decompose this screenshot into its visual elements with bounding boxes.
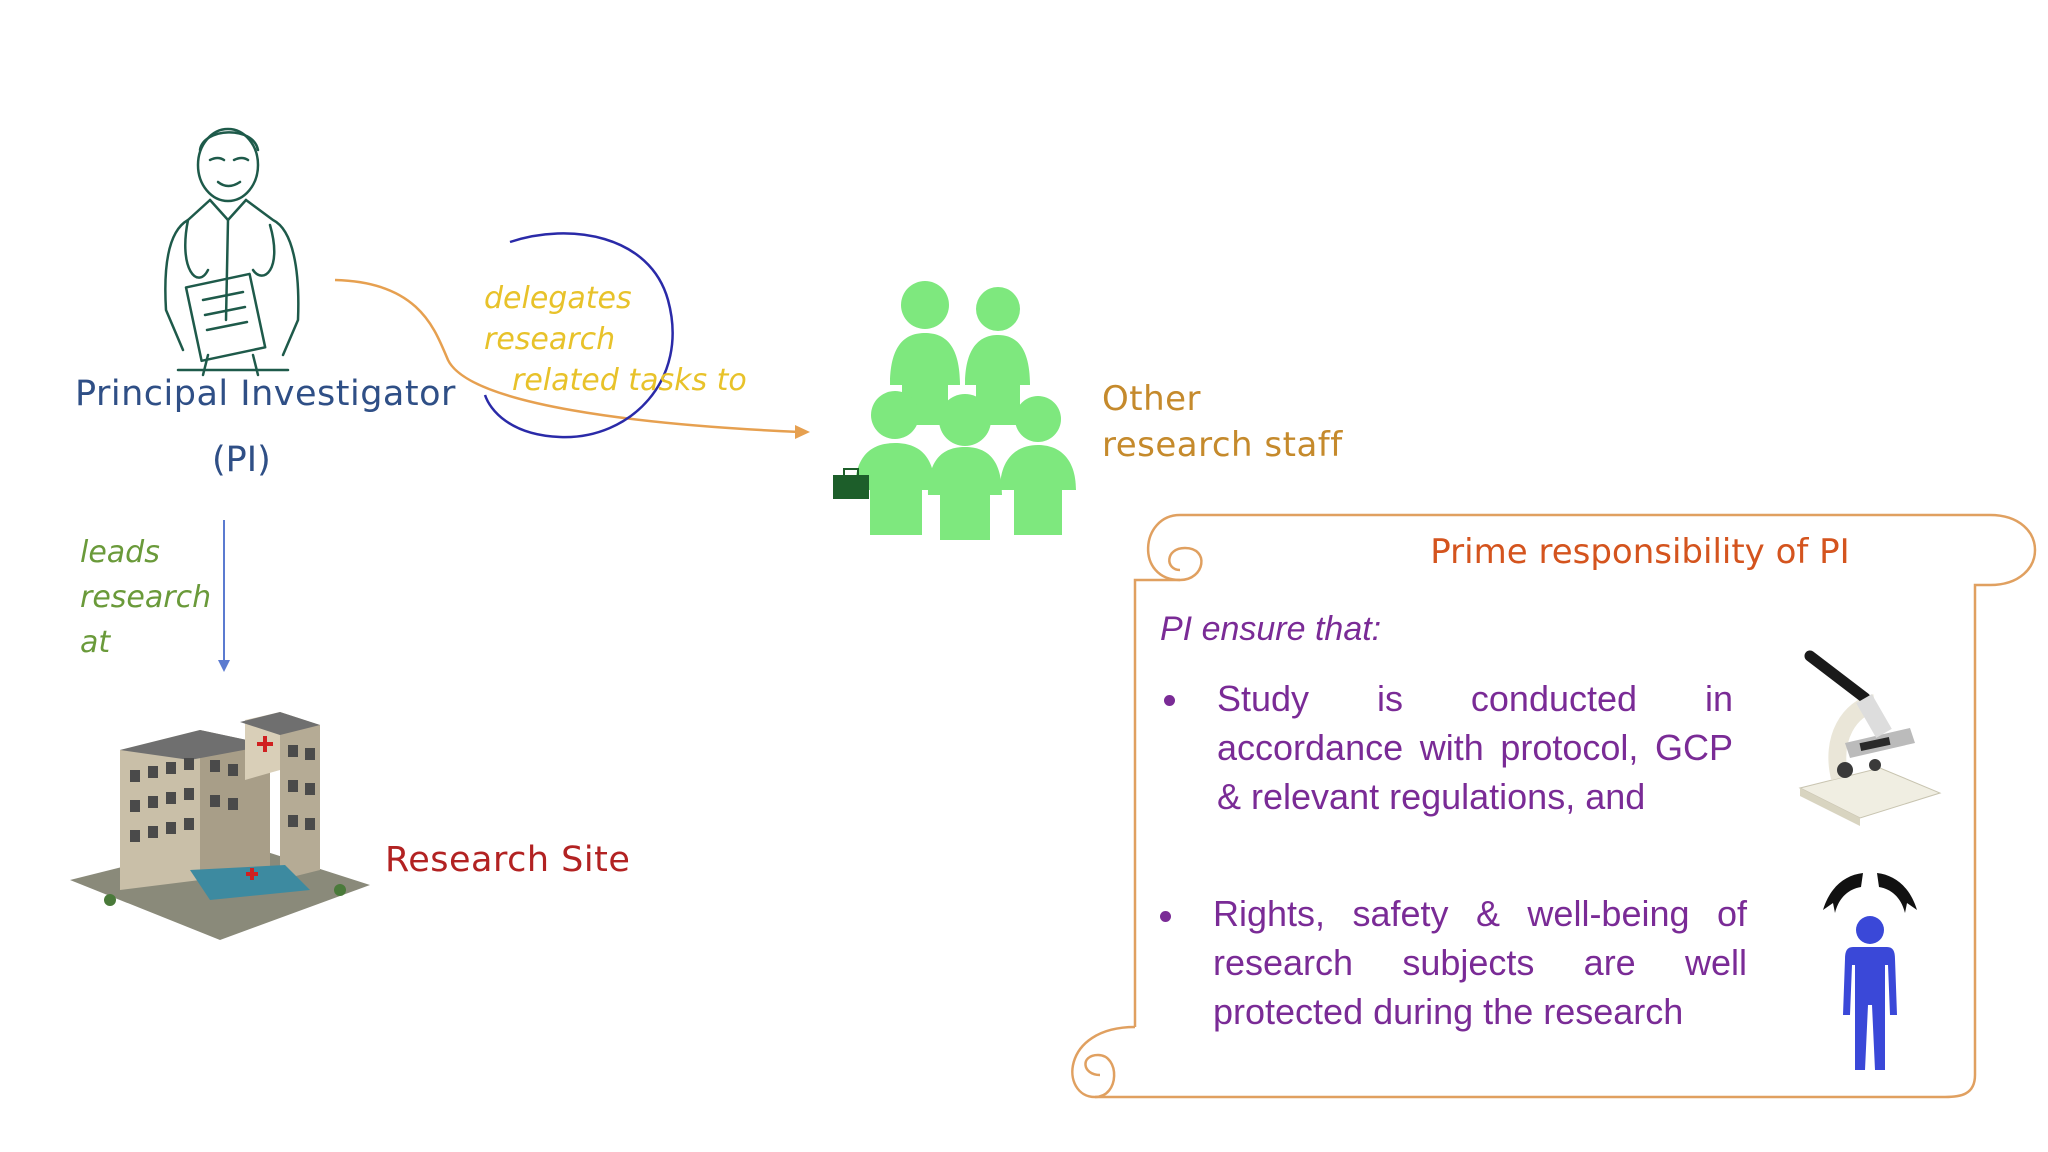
team-icon	[833, 281, 1076, 540]
responsibility-bullet-1: Study is conducted in accordance with pr…	[1217, 678, 1733, 817]
research-site-label: Research Site	[385, 840, 631, 880]
responsibility-bullet-2: Rights, safety & well-being of research …	[1213, 893, 1747, 1032]
bullet-dot-2	[1160, 911, 1171, 922]
doctor-icon	[164, 127, 300, 377]
delegation-arrow	[334, 278, 801, 434]
bullet-dot-1	[1164, 695, 1175, 706]
delegates-label: delegates research related tasks to	[484, 278, 747, 401]
protected-person-icon	[1823, 873, 1917, 1070]
responsibility-intro: PI ensure that:	[1160, 610, 1382, 648]
delegates-line-1: delegates	[484, 281, 632, 316]
staff-line-1: Other	[1102, 379, 1202, 419]
scroll-frame	[1071, 513, 2037, 1099]
pi-abbreviation: (PI)	[212, 440, 271, 480]
responsibility-title: Prime responsibility of PI	[1430, 532, 1850, 572]
delegates-line-3: related tasks to	[512, 363, 747, 398]
staff-line-2: research staff	[1102, 425, 1343, 465]
leads-line-2: research	[80, 580, 212, 615]
briefcase-icon	[833, 475, 869, 499]
staff-label: Other research staff	[1102, 376, 1343, 468]
delegation-arrowhead	[795, 425, 810, 439]
leads-line-3: at	[80, 625, 111, 660]
leads-arrowhead	[218, 660, 230, 672]
microscope-icon	[1798, 650, 1942, 826]
delegates-line-2: research	[484, 322, 616, 357]
highlight-circle	[483, 232, 674, 439]
leads-label: leads research at	[80, 530, 211, 665]
leads-line-1: leads	[80, 535, 160, 570]
hospital-building-icon	[70, 712, 370, 940]
pi-label: Principal Investigator	[75, 374, 456, 414]
